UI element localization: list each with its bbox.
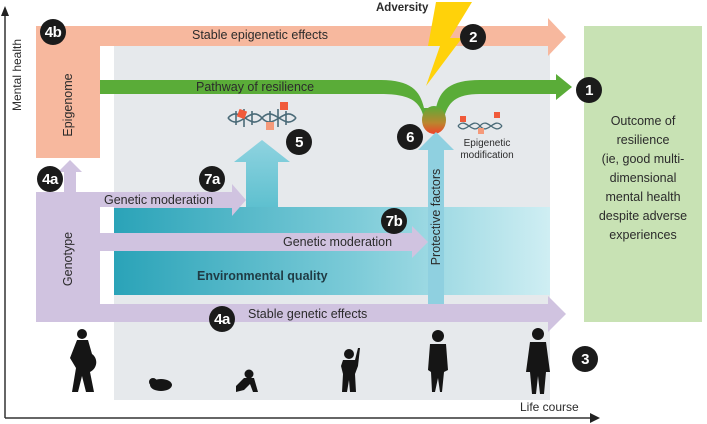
- pathway-of-resilience-arrow: [100, 74, 572, 124]
- genotype-label: Genotype: [61, 231, 75, 287]
- outcome-line: despite adverse: [598, 209, 688, 223]
- genetic-moderation-b-label: Genetic moderation: [283, 235, 393, 249]
- life-stage-silhouettes: [70, 328, 550, 394]
- child-silhouette: [341, 348, 360, 392]
- outcome-line: dimensional: [609, 171, 677, 185]
- y-axis-label: Mental health: [10, 38, 24, 112]
- outcome-box: [584, 26, 702, 322]
- genetic-moderation-a-label: Genetic moderation: [104, 193, 214, 207]
- badge-4b: 4b: [40, 19, 66, 45]
- protective-factors-label: Protective factors: [429, 168, 443, 266]
- badge-6: 6: [397, 124, 423, 150]
- lightning-icon: [426, 2, 472, 86]
- protective-factors-arrow: [418, 132, 454, 304]
- genetic-moderation-a-arrow: [36, 184, 246, 216]
- adult-silhouette: [526, 328, 550, 394]
- pregnant-woman-silhouette: [70, 329, 97, 392]
- epigenetic-modification-label: Epigenetic modification: [460, 138, 514, 161]
- outcome-line: (ie, good multi-: [601, 152, 685, 166]
- badge-7a: 7a: [199, 166, 225, 192]
- x-axis-label: Life course: [520, 400, 579, 414]
- badge-4a-bottom: 4a: [209, 306, 235, 332]
- epigenome-bar: [36, 26, 100, 158]
- badge-4a-top: 4a: [37, 166, 63, 192]
- dna-icon-5: [227, 109, 297, 127]
- dna-icon-epigenetic: [457, 122, 503, 130]
- badge-7b: 7b: [381, 208, 407, 234]
- epigenome-label: Epigenome: [61, 73, 75, 137]
- stable-epigenetic-effects-label: Stable epigenetic effects: [192, 28, 328, 42]
- badge-5: 5: [286, 129, 312, 155]
- infant-silhouette: [236, 369, 258, 392]
- stable-genetic-arrow: [36, 296, 566, 332]
- environment-up-arrow: [234, 140, 290, 207]
- adolescent-silhouette: [428, 330, 448, 392]
- genotype-bar: [36, 192, 100, 322]
- badge-2: 2: [460, 24, 486, 50]
- genotype-to-epigenome-arrow: [58, 160, 82, 192]
- outcome-line: experiences: [609, 228, 677, 242]
- outcome-line: Outcome of: [610, 114, 676, 128]
- badge-3: 3: [572, 346, 598, 372]
- badge-1: 1: [576, 77, 602, 103]
- resilience-dip: [422, 106, 446, 134]
- outcome-text: Outcome of resilience (ie, good multi- d…: [586, 112, 700, 245]
- stable-genetic-effects-label: Stable genetic effects: [248, 307, 368, 321]
- environmental-quality-label: Environmental quality: [197, 269, 328, 283]
- pathway-of-resilience-label: Pathway of resilience: [196, 80, 315, 94]
- outcome-line: resilience: [616, 133, 670, 147]
- newborn-silhouette: [149, 378, 172, 391]
- outcome-line: mental health: [605, 190, 681, 204]
- adversity-label: Adversity: [376, 2, 429, 14]
- genetic-moderation-b-arrow: [100, 226, 428, 258]
